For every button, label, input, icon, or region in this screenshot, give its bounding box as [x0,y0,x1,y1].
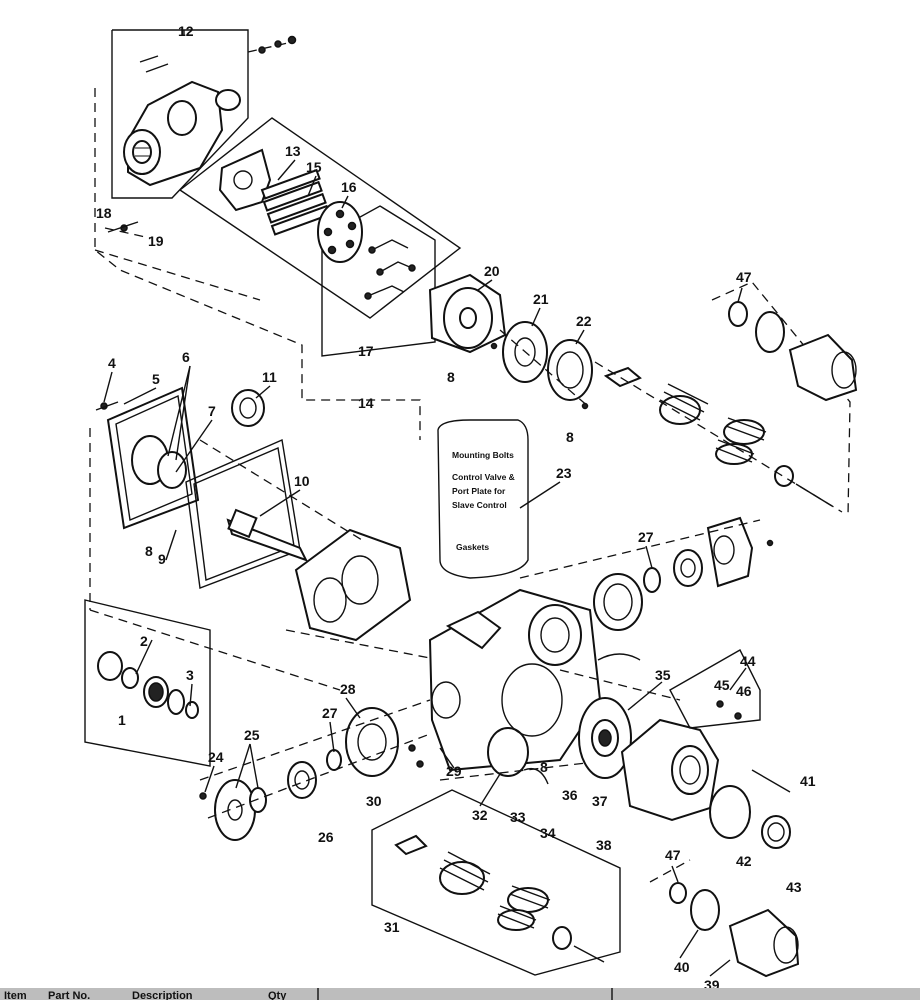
callout-46: 46 [736,683,752,699]
callout-11: 11 [262,369,277,385]
cylinder-block [428,273,507,354]
callout-4: 4 [108,355,116,371]
table-col-description: Description [132,990,193,1000]
pistons [260,168,331,236]
callout-47b: 47 [665,847,681,863]
callout-3: 3 [186,667,194,683]
callout-26: 26 [318,829,334,845]
retainer-plate [317,201,363,263]
callout-43: 43 [786,879,802,895]
callout-21: 21 [533,291,549,307]
callout-5: 5 [152,371,160,387]
callout-9: 9 [158,551,166,567]
parts-table-header: Item Part No. Description Qty [0,988,920,1000]
callout-38: 38 [596,837,612,853]
callout-29: 29 [446,763,462,779]
callout-36: 36 [562,787,578,803]
port-plate [218,148,272,212]
control-valve-assembly [594,281,858,517]
main-housing [408,588,613,781]
lower-right-assembly [649,769,800,978]
callout-19: 19 [148,233,164,249]
callout-13: 13 [285,143,301,159]
callout-37: 37 [592,793,608,809]
callout-6: 6 [182,349,190,365]
callout-22: 22 [576,313,592,329]
callout-17: 17 [358,343,374,359]
callout-33: 33 [510,809,526,825]
pump-housing [294,528,412,642]
callout-32: 32 [472,807,488,823]
callout-12: 12 [178,23,194,39]
leader-lines [103,30,747,977]
callout-27b: 27 [638,529,654,545]
callout-15: 15 [306,159,322,175]
gasket-ring [547,339,593,401]
lower-left-assembly [199,699,431,841]
note-box: Mounting Bolts Control Valve & Port Plat… [437,419,529,579]
callout-8d: 8 [540,759,548,775]
callout-14: 14 [358,395,374,411]
callout-1: 1 [118,712,126,728]
callout-25: 25 [244,727,260,743]
callout-8b: 8 [447,369,455,385]
table-col-qty: Qty [268,990,287,1000]
callout-10: 10 [294,473,310,489]
pump-cover-housing [107,35,297,233]
top-assembly [94,29,593,440]
callout-34: 34 [540,825,556,841]
callout-27a: 27 [322,705,338,721]
callout-35: 35 [655,667,671,683]
table-col-item: Item [4,990,27,1000]
callout-7: 7 [208,403,216,419]
hardware-kit [364,239,416,300]
note-line-5: Gaskets [456,542,489,552]
callout-30: 30 [366,793,382,809]
callout-23: 23 [556,465,572,481]
lower-valve-box [371,767,621,976]
note-line-1: Mounting Bolts [452,450,514,460]
callout-41: 41 [800,773,816,789]
callout-2: 2 [140,633,148,649]
seal-kit-box [84,599,211,767]
note-line-2: Control Valve & [452,472,515,482]
callout-18: 18 [96,205,112,221]
callout-28: 28 [340,681,356,697]
callout-42: 42 [736,853,752,869]
note-line-4: Slave Control [452,500,507,510]
callout-40: 40 [674,959,690,975]
callout-20: 20 [484,263,500,279]
bearing [231,389,265,427]
note-line-3: Port Plate for [452,486,506,496]
callout-8c: 8 [566,429,574,445]
callout-47a: 47 [736,269,752,285]
callout-31: 31 [384,919,400,935]
callout-45: 45 [714,677,730,693]
callout-24: 24 [208,749,224,765]
callout-8a: 8 [145,543,153,559]
table-col-part-no: Part No. [48,990,90,1000]
callout-16: 16 [341,179,357,195]
callout-44: 44 [740,653,756,669]
drive-shaft [226,508,308,562]
